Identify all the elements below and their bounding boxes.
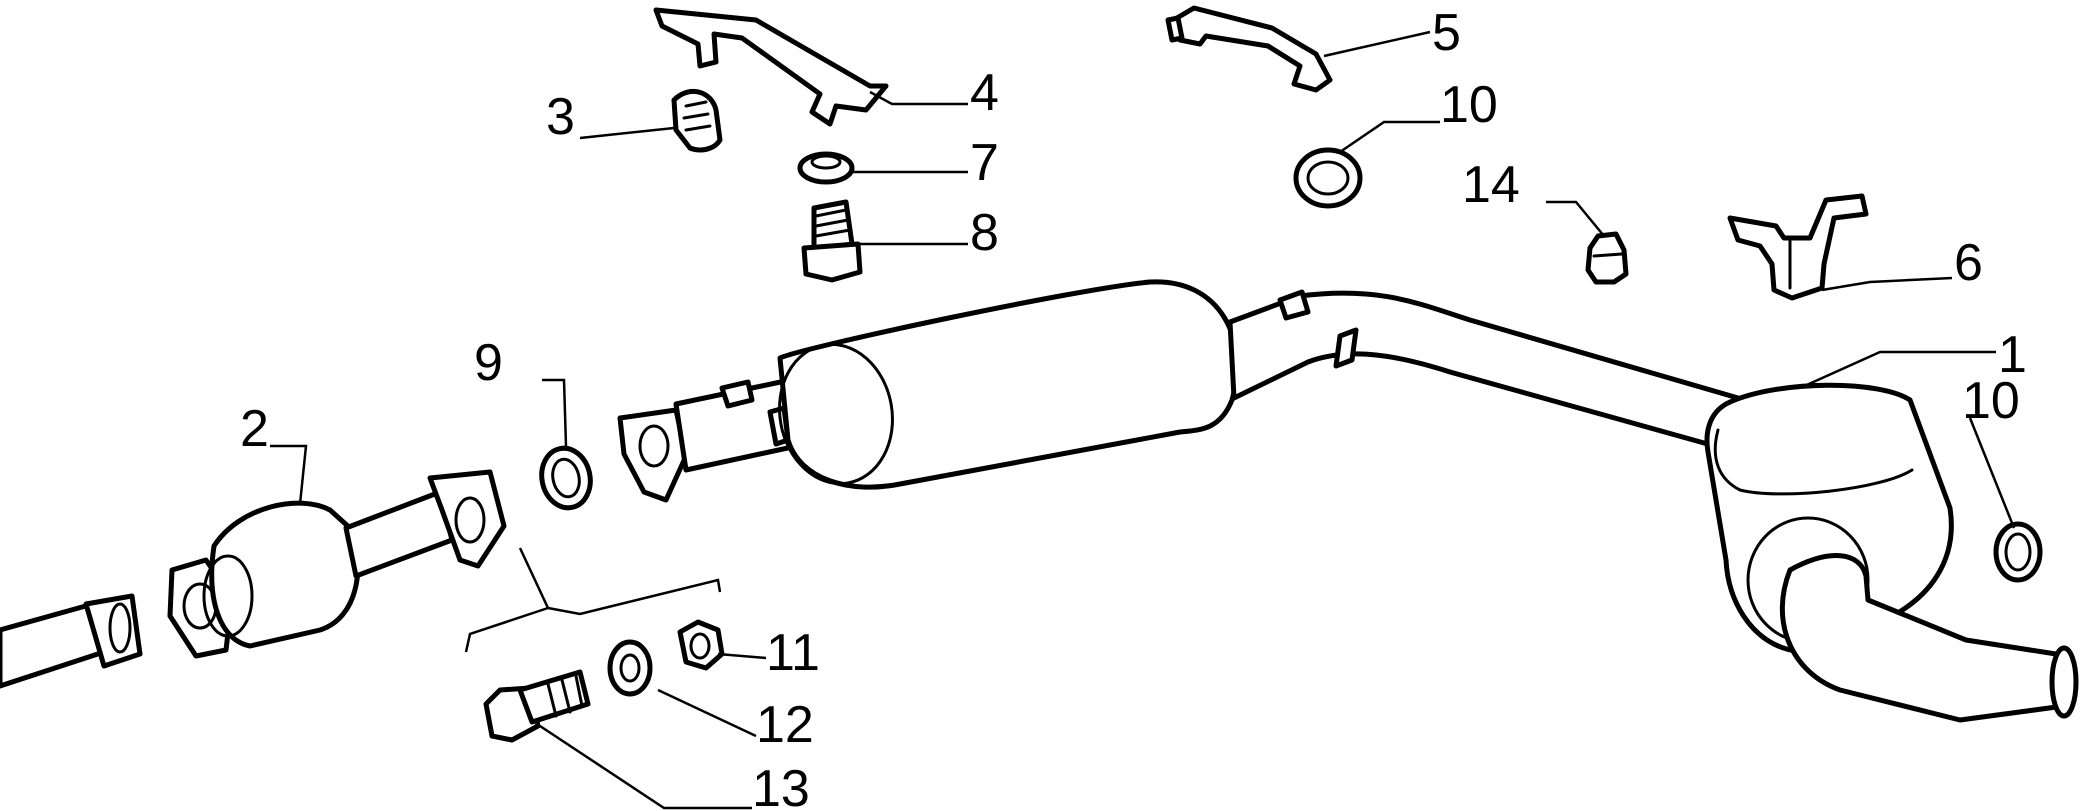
fastener-group-bracket (464, 547, 722, 653)
callout-5: 5 (1432, 4, 1461, 62)
gasket-ring-10-upper (1293, 147, 1363, 209)
callout-14: 14 (1462, 156, 1520, 214)
callout-10-upper: 10 (1440, 76, 1498, 134)
mounting-bracket-4 (653, 7, 889, 127)
callout-9: 9 (474, 334, 503, 392)
catalytic-converter (167, 469, 507, 659)
rear-muffler (1704, 382, 2079, 723)
front-exhaust-pipe (0, 593, 143, 689)
mounting-bracket-6 (1727, 193, 1869, 301)
callout-2: 2 (240, 400, 269, 458)
mounting-bracket-5 (1165, 5, 1333, 93)
callout-13: 13 (752, 760, 810, 811)
callout-7: 7 (970, 134, 999, 192)
leader-lines (270, 30, 2016, 810)
callout-4: 4 (970, 64, 999, 122)
rubber-mount-14 (1585, 231, 1629, 285)
washer-7 (797, 151, 855, 185)
callout-8: 8 (970, 204, 999, 262)
callout-1: 1 (1998, 326, 2027, 384)
bolt-13 (483, 669, 591, 743)
rubber-mount-3 (671, 88, 723, 153)
callout-10-right: 10 (1962, 372, 2020, 430)
washer-12 (607, 639, 653, 697)
callout-numbers: 1 2 3 4 5 6 7 8 9 10 10 11 12 13 14 (240, 4, 2027, 811)
center-muffler-pipe (617, 279, 1741, 503)
callout-6: 6 (1954, 234, 1983, 292)
callout-3: 3 (546, 88, 575, 146)
gasket-ring-10-right (1993, 521, 2043, 583)
gasket-ring-9 (539, 445, 593, 511)
nut-11 (677, 619, 725, 671)
callout-11: 11 (766, 624, 820, 682)
callout-12: 12 (756, 696, 814, 754)
spacer-bolt-8 (801, 199, 863, 283)
